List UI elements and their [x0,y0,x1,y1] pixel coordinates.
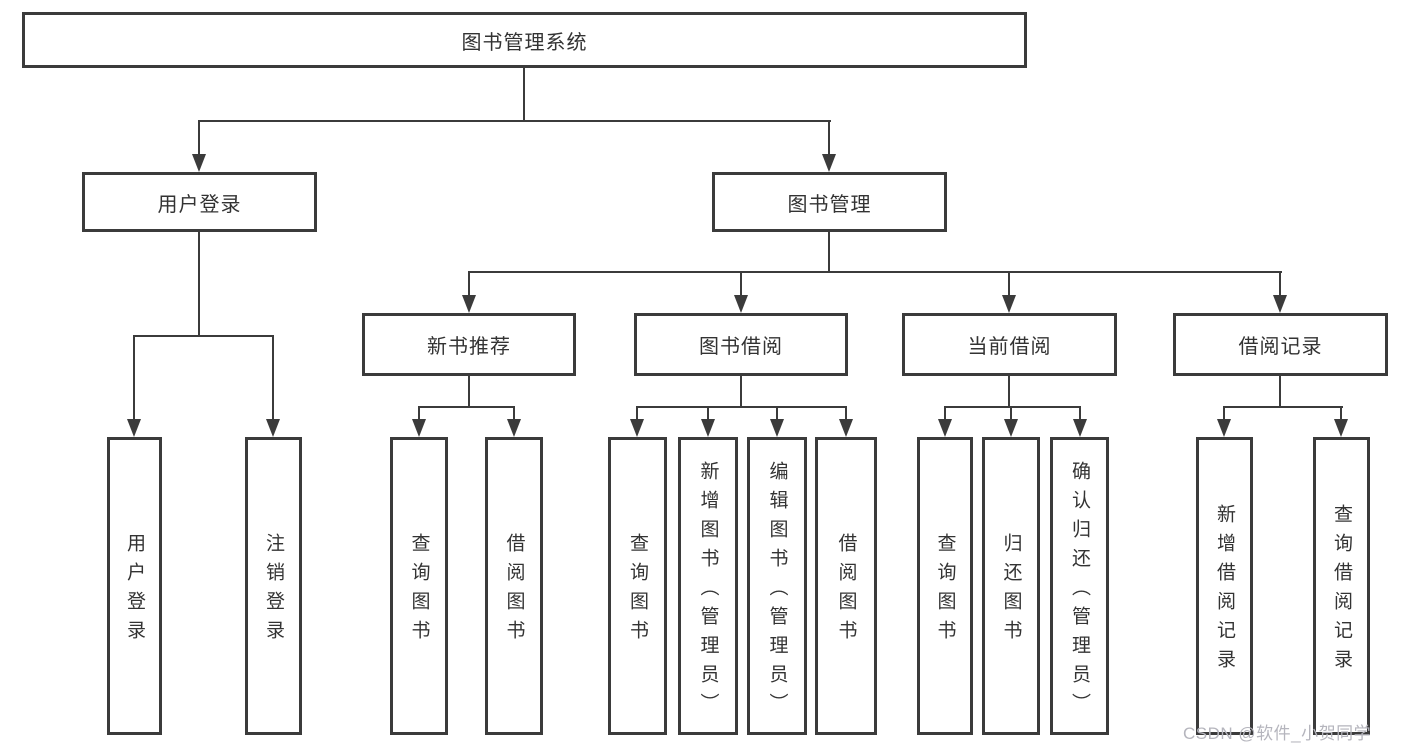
connector-line [133,335,135,421]
leaf-query-borrow-record: 查询借阅记录 [1313,437,1370,735]
connector-line [1279,271,1281,297]
connector-line [198,120,831,122]
leaf-borrow-books-borrow: 借阅图书 [815,437,877,735]
leaf-query-books-recommend: 查询图书 [390,437,448,735]
leaf-query-books-current: 查询图书 [917,437,973,735]
arrow-down-icon [1217,419,1231,437]
connector-line [1008,271,1010,297]
arrow-down-icon [1334,419,1348,437]
connector-line [513,406,515,422]
leaf-query-books-borrow: 查询图书 [608,437,667,735]
leaf-confirm-return-admin: 确认归还（管理员） [1050,437,1109,735]
leaf-return-books: 归还图书 [982,437,1040,735]
connector-line [523,68,525,122]
arrow-down-icon [822,154,836,172]
connector-line [1340,406,1342,422]
node-label: 确认归还（管理员） [1069,460,1090,722]
leaf-add-books-admin: 新增图书（管理员） [678,437,738,735]
arrow-down-icon [734,295,748,313]
node-label: 图书借阅 [699,336,783,358]
node-label: 查询图书 [934,533,956,649]
connector-line [468,376,470,408]
arrow-down-icon [507,419,521,437]
node-label: 新增借阅记录 [1214,504,1235,678]
connector-line [740,376,742,408]
arrow-down-icon [630,419,644,437]
leaf-add-borrow-record: 新增借阅记录 [1196,437,1253,735]
arrow-down-icon [938,419,952,437]
arrow-down-icon [412,419,426,437]
connector-line [134,335,274,337]
arrow-down-icon [839,419,853,437]
connector-line [1224,406,1343,408]
connector-line [1223,406,1225,422]
node-label: 图书管理系统 [461,31,588,54]
arrow-down-icon [1004,419,1018,437]
connector-line [418,406,420,422]
node-label: 查询借阅记录 [1331,504,1352,678]
node-label: 借阅记录 [1238,336,1323,358]
connector-line [468,271,470,297]
connector-line [1008,376,1010,408]
connector-line [776,406,778,422]
node-label: 新书推荐 [427,336,511,358]
node-label: 新增图书（管理员） [697,460,719,722]
arrow-down-icon [1073,419,1087,437]
node-label: 图书管理 [787,193,872,216]
node-label: 用户登录 [124,533,145,649]
csdn-watermark: CSDN @软件_小贺同学 [1183,724,1372,743]
connector-line [945,406,1081,408]
node-label: 注销登录 [263,533,284,649]
arrow-down-icon [770,419,784,437]
node-label: 归还图书 [1000,533,1022,649]
node-borrowing-records: 借阅记录 [1173,313,1388,376]
connector-line [740,271,742,297]
leaf-borrow-books-recommend: 借阅图书 [485,437,543,735]
arrow-down-icon [1273,295,1287,313]
node-label: 查询图书 [408,533,430,649]
node-label: 借阅图书 [503,533,525,649]
node-label: 当前借阅 [967,336,1052,358]
node-user-login: 用户登录 [82,172,317,232]
connector-line [198,120,200,156]
node-label: 用户登录 [157,193,242,216]
connector-line [1279,376,1281,408]
arrow-down-icon [462,295,476,313]
node-book-management: 图书管理 [712,172,947,232]
connector-line [828,120,830,156]
arrow-down-icon [192,154,206,172]
connector-line [272,335,274,421]
arrow-down-icon [1002,295,1016,313]
connector-line [1010,406,1012,422]
node-new-book-recommend: 新书推荐 [362,313,576,376]
node-label: 查询图书 [627,533,648,649]
connector-line [944,406,946,422]
connector-line [419,406,515,408]
connector-line [707,406,709,422]
node-label: 编辑图书（管理员） [766,460,788,722]
connector-line [637,406,847,408]
connector-line [469,271,1282,273]
connector-line [845,406,847,422]
node-label: 借阅图书 [835,533,857,649]
leaf-user-login: 用户登录 [107,437,162,735]
arrow-down-icon [701,419,715,437]
connector-line [1079,406,1081,422]
leaf-logout: 注销登录 [245,437,302,735]
connector-line [636,406,638,422]
leaf-edit-books-admin: 编辑图书（管理员） [747,437,807,735]
node-root: 图书管理系统 [22,12,1027,68]
arrow-down-icon [127,419,141,437]
connector-line [828,232,830,273]
node-book-borrowing: 图书借阅 [634,313,848,376]
arrow-down-icon [266,419,280,437]
node-current-borrowing: 当前借阅 [902,313,1117,376]
connector-line [198,232,200,337]
